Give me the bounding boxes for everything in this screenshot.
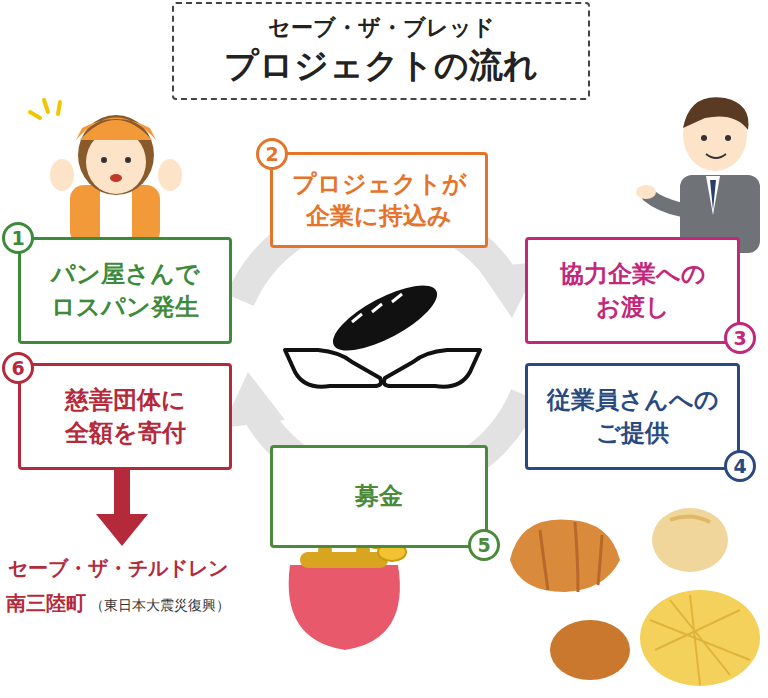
recipient-label: セーブ・ザ・チルドレン [8,555,228,582]
step-box: 慈善団体に 全額を寄付 [18,363,232,470]
title-text: プロジェクトの流れ [224,43,538,89]
callout-number: 2 [256,138,288,170]
step-box: 協力企業への お渡し [525,237,740,344]
baker-figure [30,100,182,245]
title-box: セーブ・ザ・ブレッドプロジェクトの流れ [172,2,590,100]
step-text: プロジェクトが 企業に持込み [285,168,473,233]
bread-pile [510,508,760,686]
step-text: 募金 [355,480,403,512]
step-text: 従業員さんへの ご提供 [540,384,725,449]
step-text: 慈善団体に 全額を寄付 [33,384,217,449]
businessman-figure [636,97,760,253]
recipient-label: 南三陸町 [6,590,86,617]
callout-number: 3 [724,322,756,354]
step-box: パン屋さんで ロスパン発生 [18,237,232,344]
callout-number: 4 [724,450,756,482]
bread-hands-icon [285,273,480,387]
callout-number: 1 [2,222,34,254]
step-box: 従業員さんへの ご提供 [525,363,740,470]
recipient-label: （東日本大震災復興） [90,597,230,615]
subtitle-text: セーブ・ザ・ブレッド [268,13,495,43]
step-text: 協力企業への お渡し [540,258,725,323]
callout-number: 5 [468,529,500,561]
step-box: 募金 [270,445,488,548]
step-text: パン屋さんで ロスパン発生 [33,258,217,323]
donation-arrow [96,470,148,546]
callout-number: 6 [2,352,34,384]
step-box: プロジェクトが 企業に持込み [270,152,488,248]
